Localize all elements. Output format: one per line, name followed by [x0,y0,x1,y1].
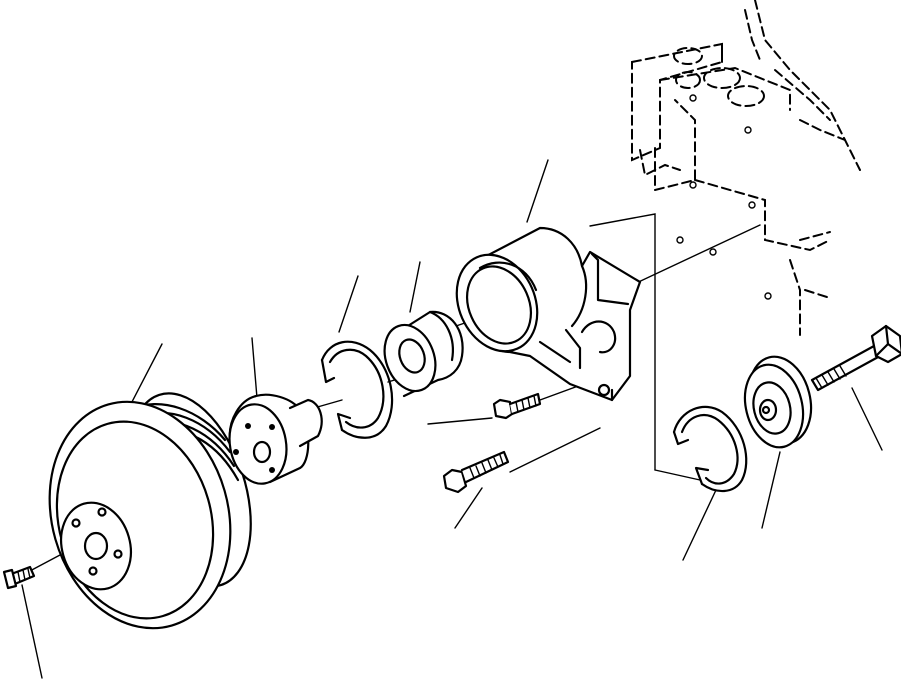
bearing [383,310,464,398]
engine-block-outline [631,0,861,336]
fan-pulley [48,392,252,630]
snap-ring [320,340,394,439]
idler-pulley [743,355,813,449]
idler-snap-ring [672,405,748,493]
fan-hub [228,393,323,485]
fan-bracket [455,226,642,402]
idler-bolt [810,324,901,392]
pulley-mounting-bolt [2,565,36,590]
bracket-bolt-long [442,450,510,494]
bracket-bolt-short [492,392,542,420]
